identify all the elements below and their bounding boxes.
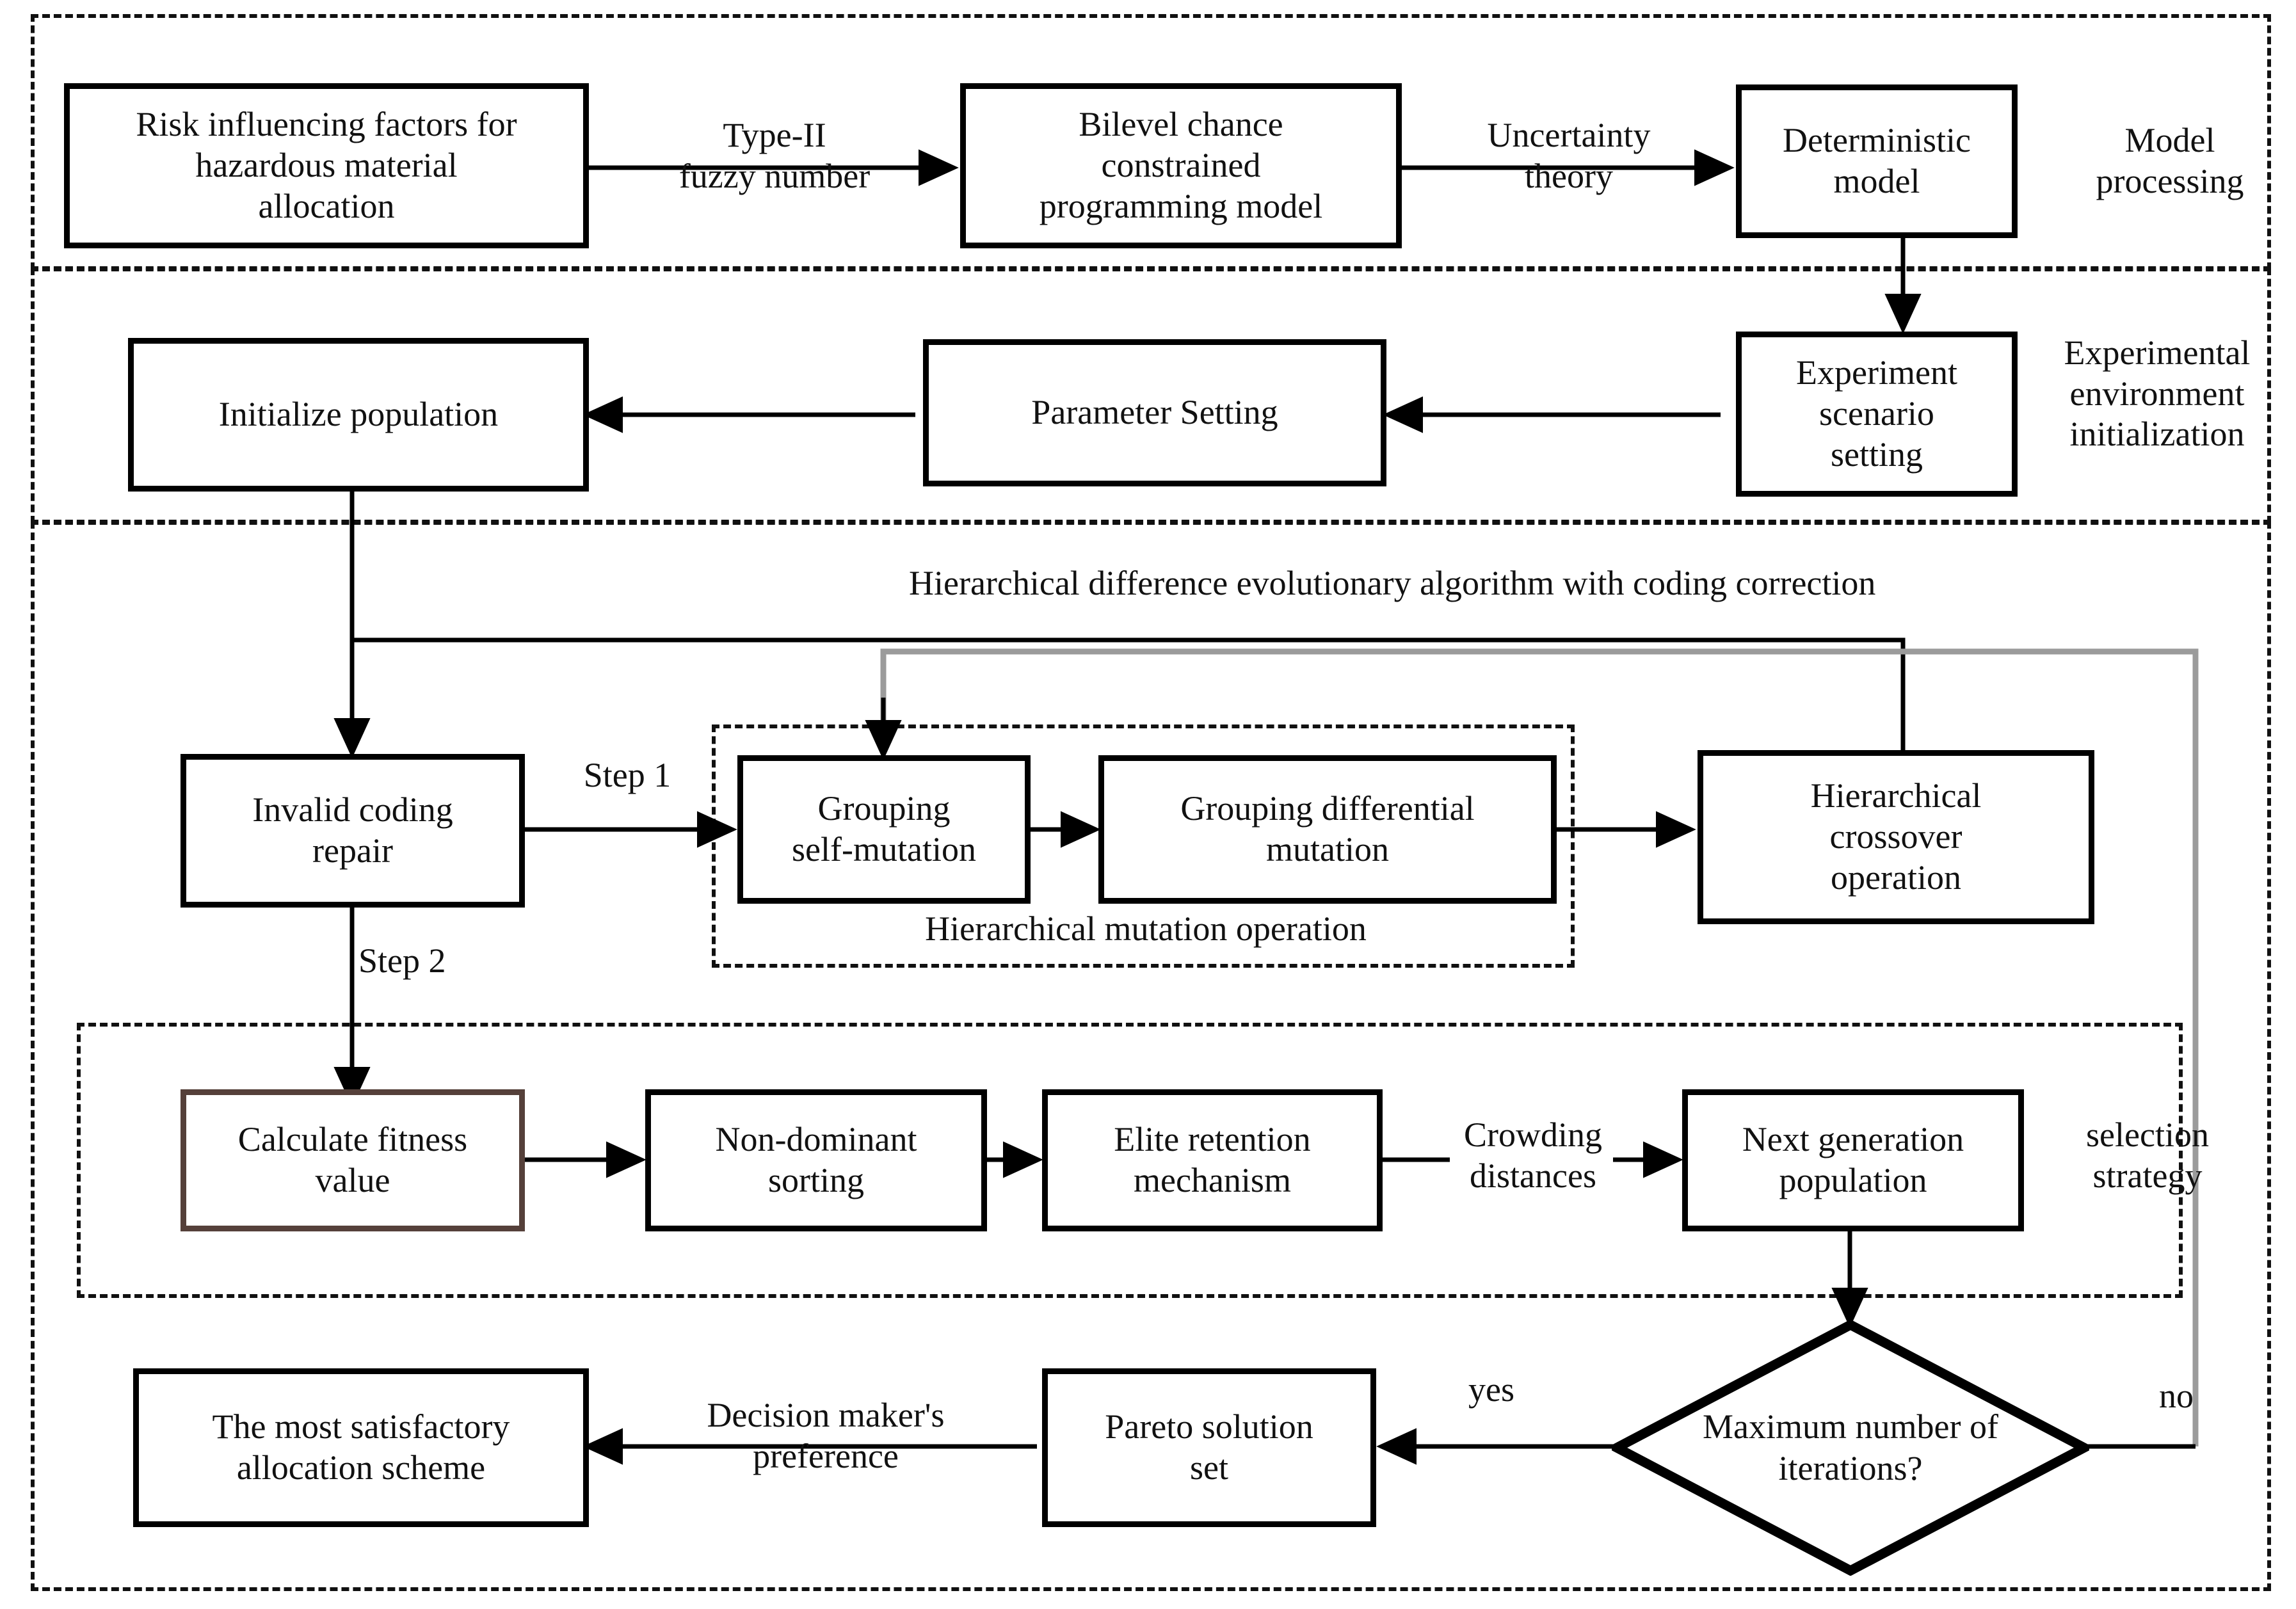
node-initialize-population[interactable]: Initialize population: [128, 338, 589, 492]
node-hierarchical-crossover[interactable]: Hierarchical crossover operation: [1698, 750, 2094, 924]
band-label-model-processing: Model processing: [2096, 121, 2244, 200]
edge-label-crowding-distances: Crowding distances: [1464, 1116, 1602, 1195]
node-grouping-self-mutation[interactable]: Grouping self-mutation: [737, 755, 1031, 904]
band-label-experimental-init: Experimental environment initialization: [2064, 333, 2251, 454]
node-parameter-setting[interactable]: Parameter Setting: [923, 339, 1386, 486]
node-elite-retention[interactable]: Elite retention mechanism: [1042, 1089, 1383, 1231]
node-pareto-solution-set[interactable]: Pareto solution set: [1042, 1368, 1376, 1527]
node-next-generation[interactable]: Next generation population: [1682, 1089, 2024, 1231]
node-deterministic-model[interactable]: Deterministic model: [1736, 84, 2018, 238]
decision-max-iterations[interactable]: Maximum number of iterations?: [1606, 1319, 2095, 1576]
subpanel-label-selection-strategy: selection strategy: [2086, 1116, 2209, 1195]
node-bilevel-model[interactable]: Bilevel chance constrained programming m…: [960, 83, 1402, 248]
edge-label-decision-maker-preference: Decision maker's preference: [707, 1396, 945, 1475]
node-grouping-differential-mutation[interactable]: Grouping differential mutation: [1098, 755, 1557, 904]
node-experiment-scenario[interactable]: Experiment scenario setting: [1736, 332, 2018, 497]
edge-label-yes: yes: [1468, 1370, 1514, 1409]
edge-label-step-2: Step 2: [358, 941, 446, 980]
edge-label-step-1: Step 1: [583, 756, 671, 794]
node-non-dominant-sorting[interactable]: Non-dominant sorting: [645, 1089, 987, 1231]
band-label-algorithm: Hierarchical difference evolutionary alg…: [909, 564, 1876, 602]
node-invalid-coding-repair[interactable]: Invalid coding repair: [181, 754, 525, 908]
edge-label-type-ii-fuzzy: Type-II fuzzy number: [678, 116, 871, 195]
decision-label: Maximum number of iterations?: [1703, 1407, 1998, 1487]
edge-label-no: no: [2159, 1377, 2194, 1415]
node-calculate-fitness[interactable]: Calculate fitness value: [181, 1089, 525, 1231]
node-risk-factors[interactable]: Risk influencing factors for hazardous m…: [64, 83, 589, 248]
node-most-satisfactory[interactable]: The most satisfactory allocation scheme: [133, 1368, 589, 1527]
subpanel-label-hierarchical-mutation: Hierarchical mutation operation: [925, 909, 1367, 948]
edge-label-uncertainty-theory: Uncertainty theory: [1487, 116, 1651, 195]
